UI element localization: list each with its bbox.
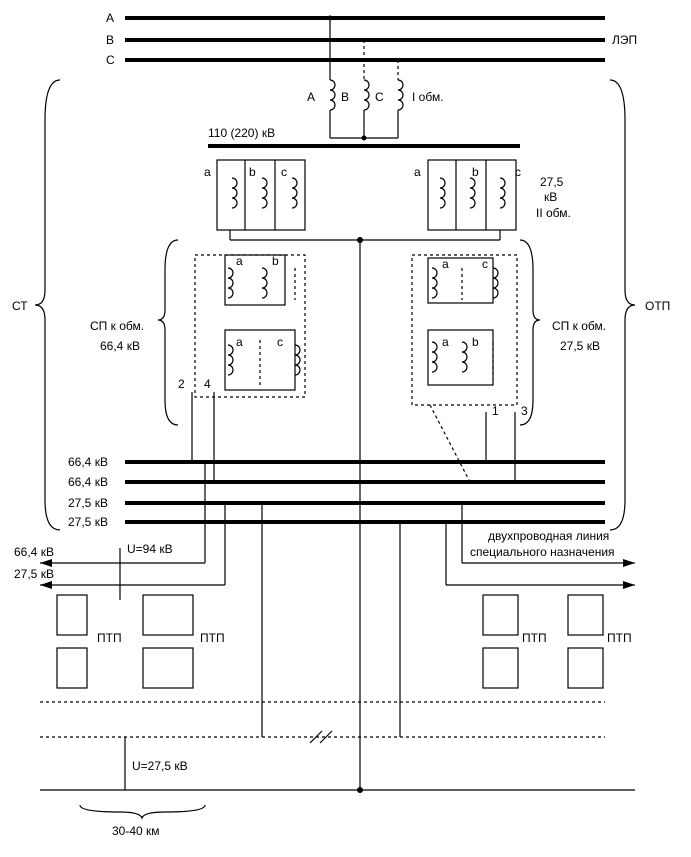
sp-right-p1: a bbox=[442, 257, 449, 271]
sp-right-t2: 3 bbox=[521, 404, 528, 418]
otp-label: ОТП bbox=[645, 299, 670, 313]
sec-unit: кВ bbox=[544, 190, 557, 204]
bus-label-1: 66,4 кВ bbox=[68, 455, 108, 469]
sp-right: a c a b СП к обм. 27,5 кВ 1 3 bbox=[411, 239, 606, 483]
feeder-66-label: 66,4 кВ bbox=[14, 545, 54, 559]
phase-label-c: C bbox=[106, 53, 115, 67]
sp-left-p3: a bbox=[236, 335, 243, 349]
secondary-winding-left: a b c bbox=[204, 159, 306, 231]
distribution-buses: 66,4 кВ 66,4 кВ 27,5 кВ 27,5 кВ bbox=[68, 455, 605, 529]
sp-left-t2: 4 bbox=[204, 377, 211, 391]
sec-right-a: a bbox=[414, 165, 421, 179]
sp-right-p4: b bbox=[472, 335, 479, 349]
bus-label-2: 66,4 кВ bbox=[68, 475, 108, 489]
sp-left-title: СП к обм. bbox=[90, 319, 144, 333]
sp-left-t1: 2 bbox=[178, 377, 185, 391]
sp-left-p1: a bbox=[236, 254, 243, 268]
ptp-label-2: ПТП bbox=[200, 631, 225, 645]
primary-phase-b: B bbox=[341, 90, 349, 104]
bus-label-3: 27,5 кВ bbox=[68, 496, 108, 510]
sp-right-p2: c bbox=[482, 257, 488, 271]
distance-label: 30-40 км bbox=[112, 824, 160, 838]
sec-right-c: c bbox=[515, 165, 521, 179]
hv-bus-label: 110 (220) кВ bbox=[208, 126, 275, 140]
power-line-label: ЛЭП bbox=[612, 33, 637, 47]
special-line-2: специального назначения bbox=[470, 545, 615, 559]
sp-left-p4: c bbox=[277, 335, 283, 349]
u94-label: U=94 кВ bbox=[127, 542, 173, 556]
sp-right-title: СП к обм. bbox=[552, 319, 606, 333]
bus-label-4: 27,5 кВ bbox=[68, 515, 108, 529]
primary-winding: A B C I обм. bbox=[307, 15, 444, 141]
ptp-label-4: ПТП bbox=[607, 631, 632, 645]
right-feeders: двухпроводная линия специального назначе… bbox=[445, 503, 635, 589]
ptp-label-3: ПТП bbox=[522, 631, 547, 645]
sec-voltage: 27,5 bbox=[540, 175, 564, 189]
sp-right-voltage: 27,5 кВ bbox=[560, 339, 600, 353]
power-line-phases: A B C ЛЭП bbox=[106, 11, 637, 67]
sp-left-p2: b bbox=[272, 254, 279, 268]
phase-label-b: B bbox=[106, 33, 114, 47]
sec-left-b: b bbox=[249, 165, 256, 179]
st-label: СТ bbox=[12, 299, 28, 313]
u275-label: U=27,5 кВ bbox=[132, 759, 188, 773]
st-brace bbox=[34, 79, 61, 531]
otp-brace bbox=[609, 79, 636, 531]
sec-left-a: a bbox=[204, 165, 211, 179]
feeder-27-label: 27,5 кВ bbox=[14, 567, 54, 581]
sec-right-b: b bbox=[472, 165, 479, 179]
phase-label-a: A bbox=[106, 11, 114, 25]
secondary-winding-right: a b c 27,5 кВ II обм. bbox=[414, 159, 571, 231]
sp-right-t1: 1 bbox=[492, 404, 499, 418]
left-feeders: 66,4 кВ 27,5 кВ U=94 кВ bbox=[14, 462, 226, 600]
sec-winding-label: II обм. bbox=[536, 206, 571, 220]
sec-left-c: c bbox=[281, 165, 287, 179]
primary-winding-label: I обм. bbox=[412, 90, 444, 104]
contact-network: U=27,5 кВ 30-40 км bbox=[40, 503, 635, 838]
sp-right-p3: a bbox=[442, 335, 449, 349]
special-line-1: двухпроводная линия bbox=[488, 529, 609, 543]
ptp-transformers: ПТП ПТП ПТП ПТП bbox=[56, 594, 632, 689]
sp-left: a b a c СП к обм. 66,4 кВ 2 4 bbox=[90, 239, 306, 482]
ptp-label-1: ПТП bbox=[97, 631, 122, 645]
primary-phase-c: C bbox=[375, 90, 384, 104]
sp-left-voltage: 66,4 кВ bbox=[100, 339, 140, 353]
primary-phase-a: A bbox=[307, 90, 315, 104]
